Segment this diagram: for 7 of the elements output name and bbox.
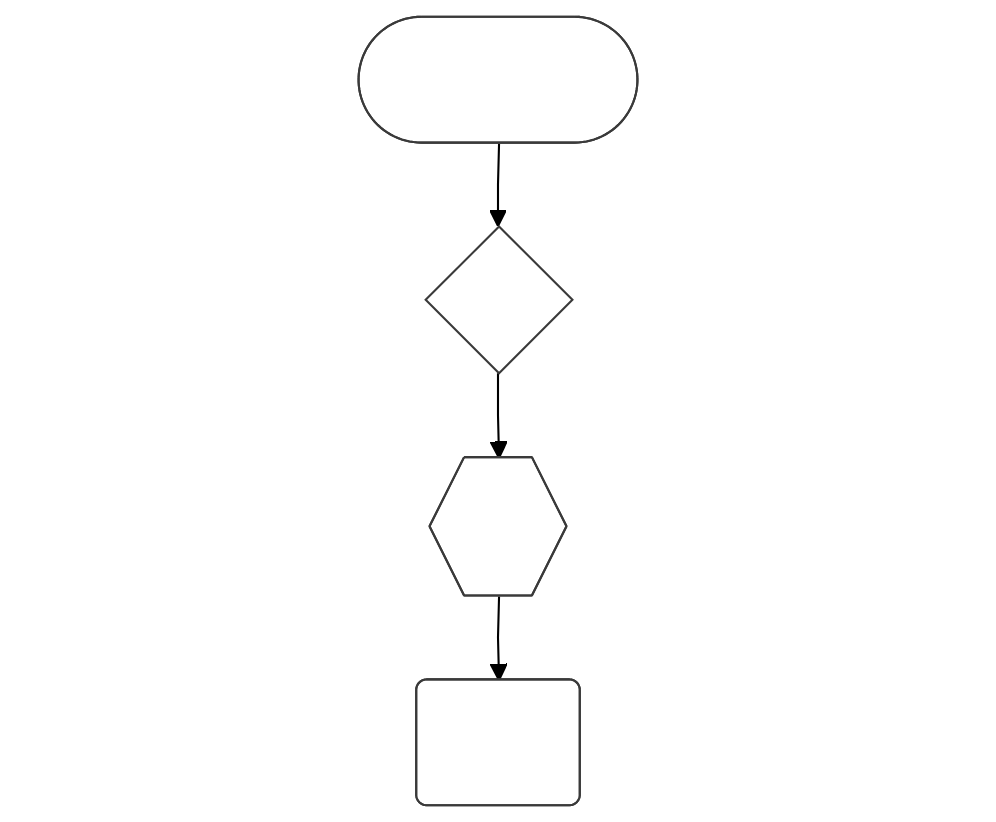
preparation-hexagon [428, 456, 568, 597]
terminal-shape [357, 15, 639, 144]
arrow [489, 373, 508, 459]
arrow [488, 143, 508, 228]
process-box [415, 678, 581, 807]
decision-diamond [424, 225, 574, 375]
arrow [489, 596, 508, 682]
